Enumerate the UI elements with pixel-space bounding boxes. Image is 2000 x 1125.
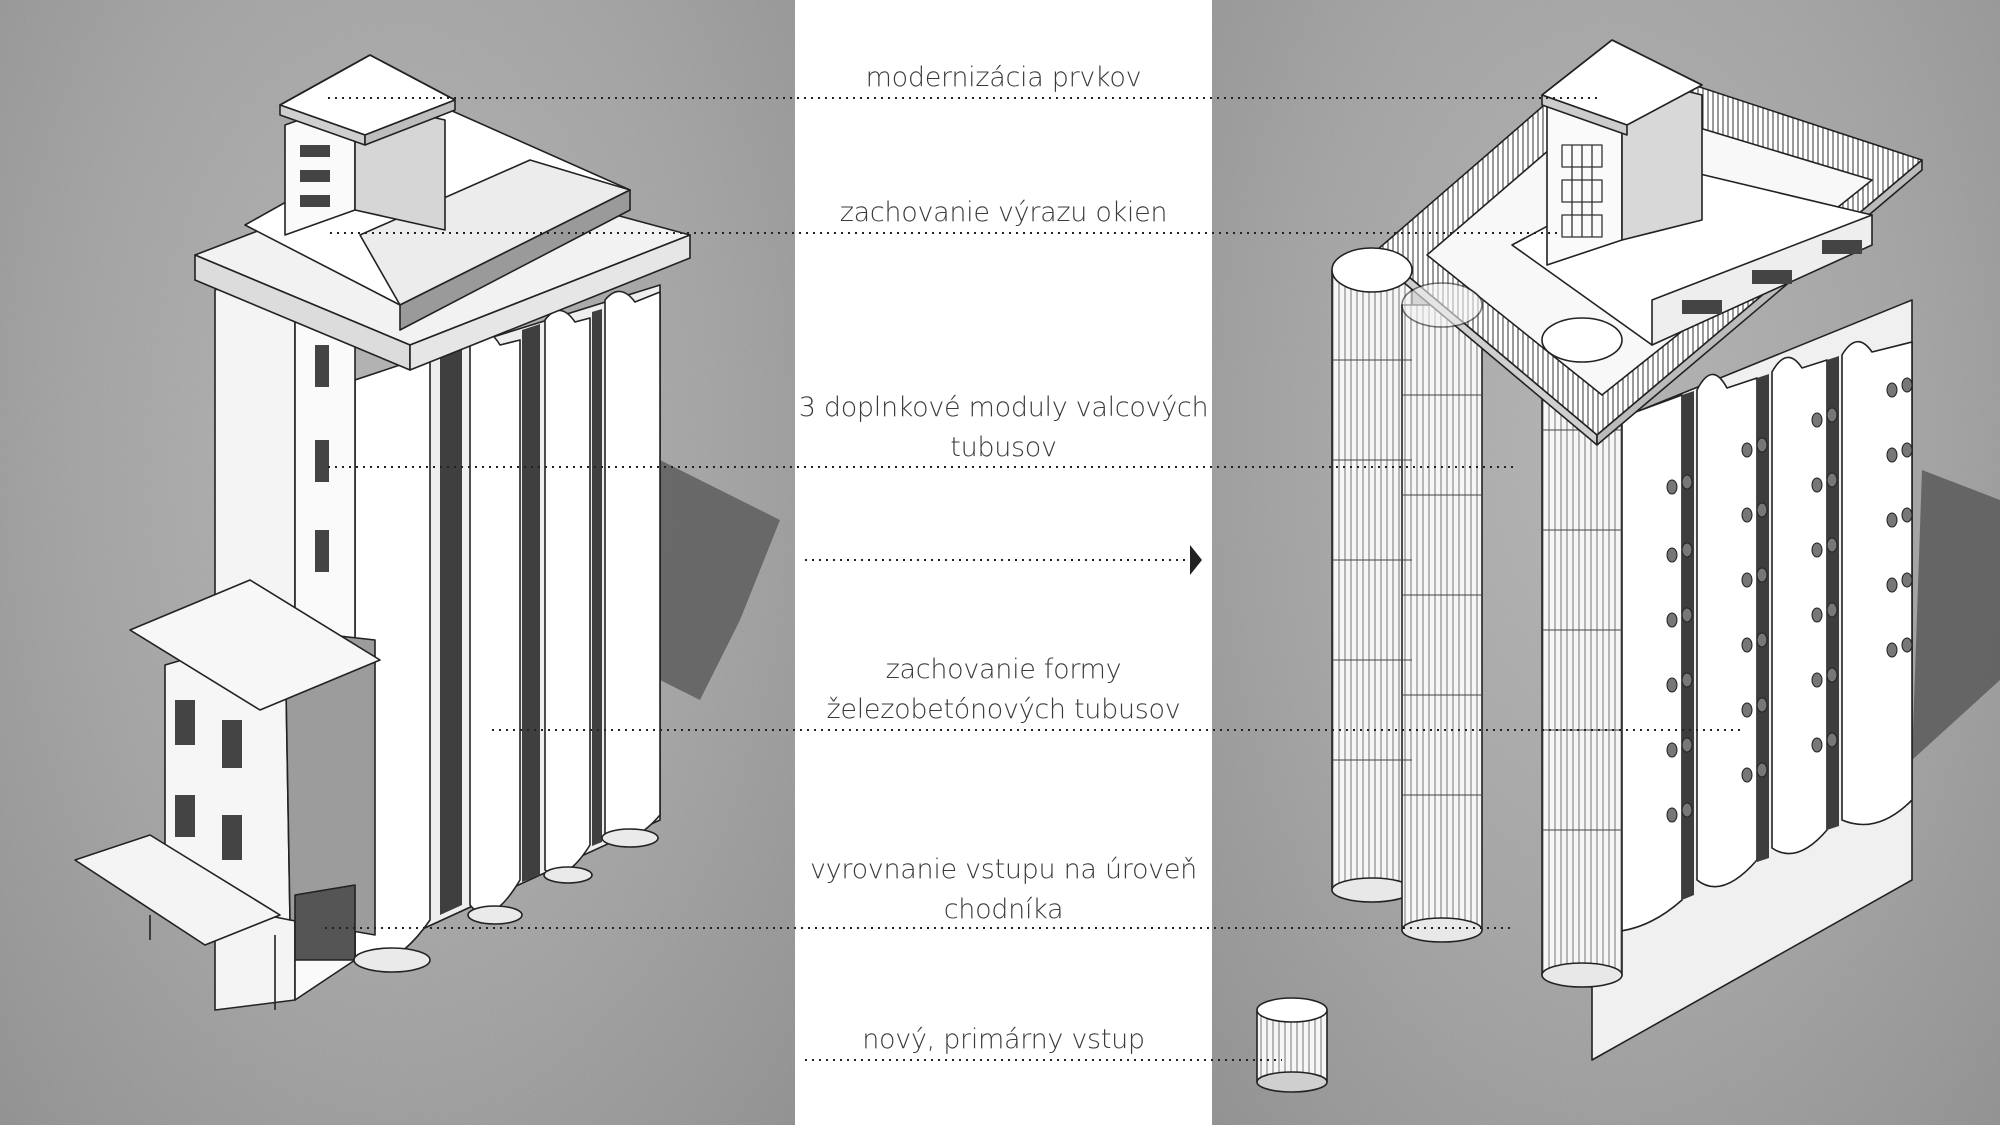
label-line: zachovanie formy	[885, 654, 1122, 685]
label-line: vyrovnanie vstupu na úroveň	[810, 854, 1197, 885]
original-silo-drawing	[74, 54, 780, 1011]
center-label-strip	[795, 0, 1212, 1125]
label-line: modernizácia prvkov	[865, 62, 1142, 93]
panel-original-silo	[0, 0, 795, 1125]
label-form: zachovanie formy železobetónových tubuso…	[795, 650, 1212, 730]
label-new-entrance: nový, primárny vstup	[795, 1020, 1212, 1060]
label-modules: 3 doplnkové moduly valcových tubusov	[795, 388, 1212, 468]
label-line: železobetónových tubusov	[826, 694, 1181, 725]
label-line: nový, primárny vstup	[862, 1024, 1145, 1055]
label-modernization: modernizácia prvkov	[795, 58, 1212, 98]
label-line: 3 doplnkové moduly valcových	[798, 392, 1209, 423]
label-line: tubusov	[950, 432, 1057, 463]
panel-renovated-silo	[1212, 0, 2000, 1125]
label-line: chodníka	[943, 894, 1064, 925]
label-entrance-level: vyrovnanie vstupu na úroveň chodníka	[795, 850, 1212, 930]
label-line: zachovanie výrazu okien	[839, 197, 1168, 228]
renovated-silo-drawing	[1256, 39, 2000, 1093]
label-windows: zachovanie výrazu okien	[795, 193, 1212, 233]
